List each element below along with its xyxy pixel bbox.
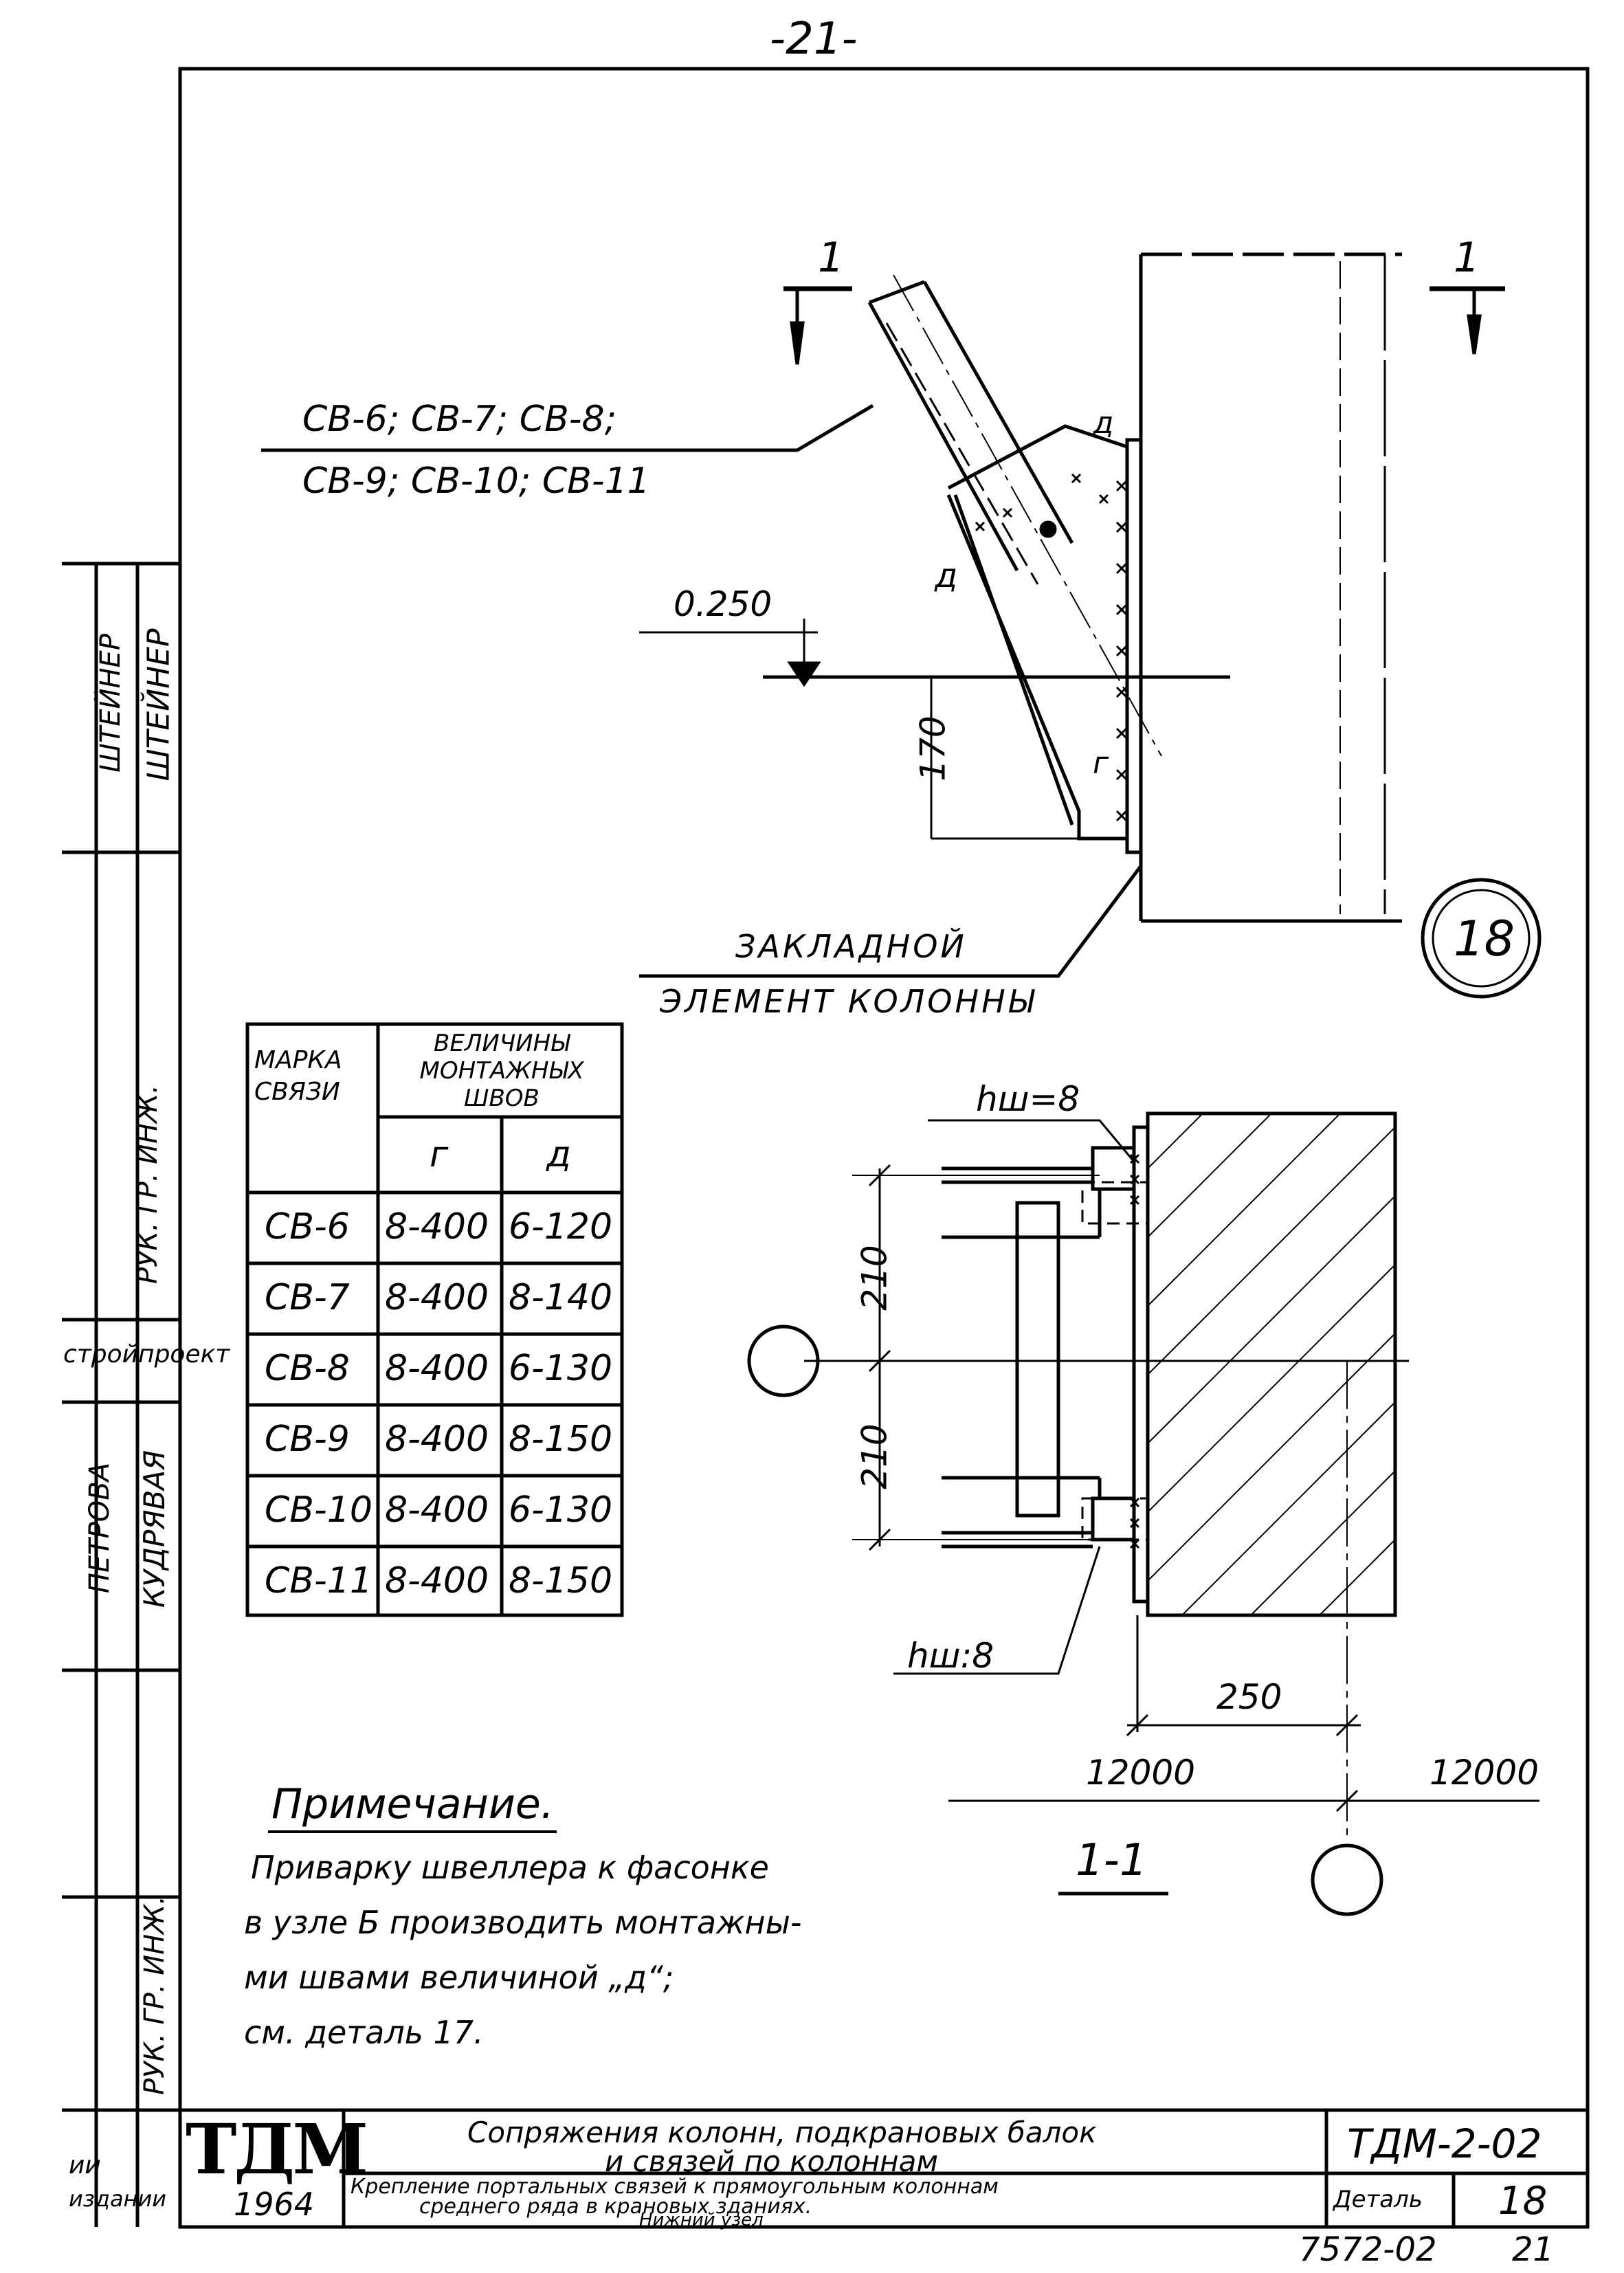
strip-name-2: ШТЕЙНЕР [141, 628, 177, 781]
weld-size-bottom: hш:8 [907, 1636, 994, 1676]
detail-number-circle: 18 [1454, 911, 1515, 967]
sheet-title-line-1: Сопряжения колонн, подкрановых балок [467, 2116, 1097, 2149]
table-subheader-g: г [430, 1134, 449, 1175]
table-cell-mark: СВ-6 [265, 1206, 350, 1248]
table-cell-mark: СВ-9 [265, 1419, 350, 1460]
table-cell-g: 8-400 [385, 1348, 489, 1389]
weld-label-d-1: д [935, 557, 958, 595]
note-title: Примечание. [271, 1780, 554, 1828]
table-header-welds: ВЕЛИЧИНЫ МОНТАЖНЫХ ШВОВ [419, 1030, 584, 1112]
dimension-250: 250 [1216, 1677, 1282, 1717]
section-label: 1-1 [1076, 1835, 1148, 1886]
table-cell-g: 8-400 [385, 1489, 489, 1531]
strip-name-5: КУДРЯВАЯ [137, 1450, 172, 1608]
dimension-210-upper: 210 [854, 1245, 895, 1311]
strip-name-3: РУК. ГР. ИНЖ. [131, 1085, 164, 1284]
dimension-210-lower: 210 [854, 1423, 895, 1489]
footer-page: 21 [1512, 2230, 1555, 2269]
table-cell-mark: СВ-10 [265, 1489, 372, 1531]
dimension-12000-right: 12000 [1430, 1753, 1539, 1793]
strip-org-2: ии [69, 2151, 101, 2180]
brace-marks-line-1: СВ-6; СВ-7; СВ-8; [302, 399, 617, 440]
table-cell-mark: СВ-7 [265, 1277, 350, 1318]
strip-name-1: ШТЕЙНЕР [94, 634, 126, 773]
table-cell-d: 6-130 [509, 1489, 613, 1531]
strip-name-4: ПЕТРОВА [84, 1462, 116, 1594]
dimension-170: 170 [913, 716, 953, 781]
drawing-code: ТДМ-2-02 [1347, 2120, 1542, 2167]
dimension-12000-left: 12000 [1086, 1753, 1196, 1793]
embedded-label-line-2: ЭЛЕМЕНТ КОЛОННЫ [660, 983, 1037, 1020]
sheet-frame [178, 67, 1590, 2229]
table-cell-mark: СВ-11 [265, 1560, 372, 1601]
detail-label: Деталь [1333, 2186, 1423, 2213]
detail-number: 18 [1498, 2179, 1548, 2224]
note-line-4: см. деталь 17. [244, 2014, 484, 2051]
weld-label-d-2: д [1093, 406, 1114, 441]
strip-name-6: РУК. ГР. ИНЖ. [138, 1896, 170, 2095]
footer-code: 7572-02 [1299, 2230, 1437, 2269]
year: 1964 [234, 2186, 315, 2223]
table-cell-mark: СВ-8 [265, 1348, 350, 1389]
table-cell-d: 6-120 [509, 1206, 613, 1248]
table-cell-g: 8-400 [385, 1419, 489, 1460]
table-header-mark: МАРКА СВЯЗИ [254, 1046, 342, 1106]
sheet-title-line-2: и связей по колоннам [605, 2144, 939, 2178]
table-subheader-d: д [546, 1134, 571, 1175]
table-cell-d: 6-130 [509, 1348, 613, 1389]
sheet-subtitle-line-2: среднего ряда в крановых зданиях. [419, 2195, 812, 2219]
table-cell-g: 8-400 [385, 1560, 489, 1601]
weld-size-top: hш=8 [976, 1079, 1080, 1119]
note-line-1: Приварку швеллера к фасонке [251, 1849, 769, 1886]
sheet-subtitle-line-3: Нижний узел [639, 2210, 764, 2230]
section-marker-right: 1 [1454, 234, 1480, 282]
elevation-label: 0.250 [674, 584, 772, 624]
strip-org-3: издании [69, 2186, 167, 2212]
brace-marks-line-2: СВ-9; СВ-10; СВ-11 [302, 461, 650, 502]
table-cell-g: 8-400 [385, 1277, 489, 1318]
table-cell-d: 8-140 [509, 1277, 613, 1318]
strip-org-1: стройпроект [63, 1340, 230, 1368]
table-cell-d: 8-150 [509, 1560, 613, 1601]
logo: ТДМ [186, 2109, 368, 2190]
note-line-3: ми швами величиной „д“; [244, 1959, 674, 1996]
table-cell-g: 8-400 [385, 1206, 489, 1248]
section-marker-left: 1 [818, 234, 845, 282]
sheet-subtitle-line-1: Крепление портальных связей к прямоуголь… [351, 2175, 999, 2199]
table-cell-d: 8-150 [509, 1419, 613, 1460]
weld-label-g: г [1093, 746, 1109, 781]
note-line-2: в узле Б производить монтажны- [244, 1904, 802, 1941]
embedded-label-line-1: ЗАКЛАДНОЙ [735, 928, 967, 965]
weld-table-frame [245, 1022, 624, 1617]
page-number: -21- [770, 14, 858, 65]
